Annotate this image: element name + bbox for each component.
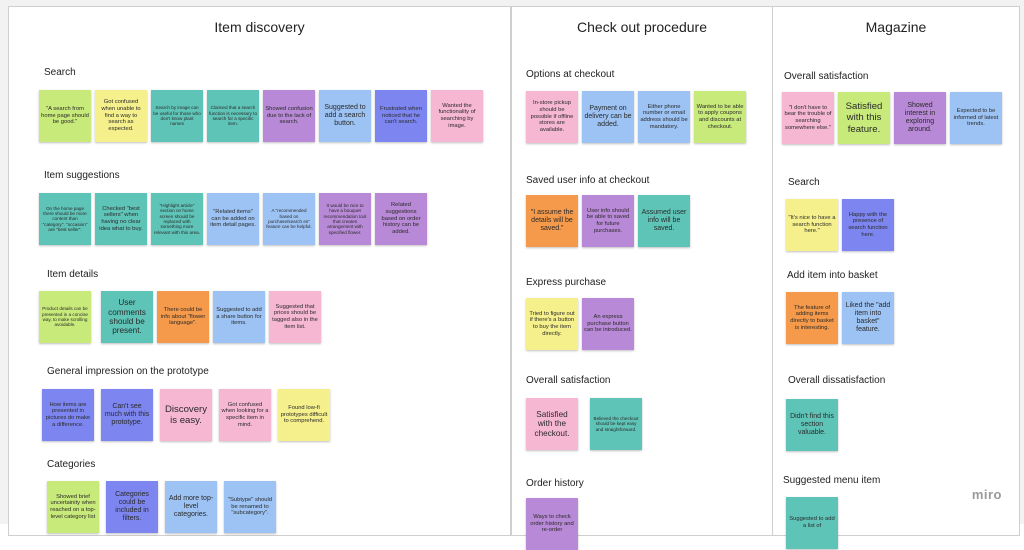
section-label-categories: Categories — [47, 459, 96, 470]
sticky-note[interactable]: Claimed that a search function is necess… — [207, 90, 259, 142]
sticky-note[interactable]: In-store pickup should be possible if of… — [526, 91, 578, 143]
sticky-note[interactable]: Satisfied with the checkout. — [526, 398, 578, 450]
sticky-note[interactable]: How items are presented in pictures do m… — [42, 389, 94, 441]
sticky-note[interactable]: The feature of adding items directly to … — [786, 292, 838, 344]
sticky-note[interactable]: Can't see much with this prototype. — [101, 389, 153, 441]
frame-title: Check out procedure — [577, 19, 707, 35]
frame-item-discovery[interactable]: Item discovery Search "A search from hom… — [8, 6, 511, 536]
sticky-note[interactable]: User comments should be present. — [101, 291, 153, 343]
sticky-note[interactable]: It would be nice to have a bouquet recom… — [319, 193, 371, 245]
sticky-note[interactable]: Didn't find this section valuable. — [786, 399, 838, 451]
sticky-note[interactable]: Wanted to be able to apply coupons and d… — [694, 91, 746, 143]
sticky-note[interactable]: "A search from home page should be good.… — [39, 90, 91, 142]
sticky-note[interactable]: There could be info about "flower langua… — [157, 291, 209, 343]
sticky-note[interactable]: Related suggestions based on order histo… — [375, 193, 427, 245]
section-label-general-impression: General impression on the prototype — [47, 366, 209, 377]
sticky-note[interactable]: Either phone number or email address sho… — [638, 91, 690, 143]
frame-check-out-procedure[interactable]: Check out procedure Options at checkout … — [511, 6, 773, 550]
section-label-overall-dissatisfaction: Overall dissatisfaction — [788, 375, 886, 386]
frame-magazine[interactable]: Magazine Overall satisfaction "I don't h… — [772, 6, 1020, 549]
section-label-search: Search — [788, 177, 820, 188]
section-label-options-at-checkout: Options at checkout — [526, 69, 615, 80]
sticky-note[interactable]: Product details can be presented in a co… — [39, 291, 91, 343]
sticky-note[interactable]: On the home page there should be more co… — [39, 193, 91, 245]
sticky-note[interactable]: Showed interest in exploring around. — [894, 92, 946, 144]
sticky-note[interactable]: An express purchase button can be introd… — [582, 298, 634, 350]
sticky-note[interactable]: "Related items" can be added on item det… — [207, 193, 259, 245]
section-label-add-item-into-basket: Add item into basket — [787, 270, 878, 281]
sticky-note[interactable]: Got confused when unable to find a way t… — [95, 90, 147, 142]
sticky-note[interactable]: Showed brief uncertainity when reached o… — [47, 481, 99, 533]
section-label-item-details: Item details — [47, 269, 99, 280]
sticky-note[interactable]: "Highlight article" section on home scre… — [151, 193, 203, 245]
section-label-saved-user-info: Saved user info at checkout — [526, 175, 650, 186]
sticky-note[interactable]: Believed the checkout should be kept eas… — [590, 398, 642, 450]
section-label-item-suggestions: Item suggestions — [44, 170, 120, 181]
sticky-note[interactable]: Payment on delivery can be added. — [582, 91, 634, 143]
sticky-note[interactable]: Ways to check order history and re-order — [526, 498, 578, 550]
sticky-note[interactable]: "It's nice to have a search function her… — [786, 199, 838, 251]
section-label-express-purchase: Express purchase — [526, 277, 607, 288]
sticky-note[interactable]: Suggested that prices should be tagged a… — [269, 291, 321, 343]
sticky-note[interactable]: "Subtype" should be renamed to "subcateg… — [224, 481, 276, 533]
sticky-note[interactable]: Assumed user info will be saved. — [638, 195, 690, 247]
section-label-search: Search — [44, 67, 76, 78]
sticky-note[interactable]: Suggested to add a list of — [786, 497, 838, 549]
sticky-note[interactable]: Frustrated when noticed that he can't se… — [375, 90, 427, 142]
sticky-note[interactable]: Liked the "add item into basket" feature… — [842, 292, 894, 344]
sticky-note[interactable]: Happy with the presence of search functi… — [842, 199, 894, 251]
sticky-note[interactable]: Satisfied with this feature. — [838, 92, 890, 144]
section-label-overall-satisfaction: Overall satisfaction — [784, 71, 869, 82]
sticky-note[interactable]: Categories could be included in filters. — [106, 481, 158, 533]
sticky-note[interactable]: Got confused when looking for a specific… — [219, 389, 271, 441]
sticky-note[interactable]: A "recommended based on purchase/search … — [263, 193, 315, 245]
sticky-note[interactable]: Search by image can be useful for those … — [151, 90, 203, 142]
sticky-note[interactable]: Checked "best sellers" when having no cl… — [95, 193, 147, 245]
sticky-note[interactable]: Expected to be informed of latest trends… — [950, 92, 1002, 144]
section-label-order-history: Order history — [526, 478, 584, 489]
sticky-note[interactable]: Tried to figure out if there's a button … — [526, 298, 578, 350]
frame-title: Item discovery — [214, 19, 305, 35]
section-label-overall-satisfaction: Overall satisfaction — [526, 375, 611, 386]
sticky-note[interactable]: "I assume the details will be saved." — [526, 195, 578, 247]
frame-title: Magazine — [865, 19, 927, 35]
sticky-note[interactable]: Suggested to add a search button. — [319, 90, 371, 142]
sticky-note[interactable]: "I don't have to bear the trouble of sea… — [782, 92, 834, 144]
sticky-note[interactable]: Add more top-level categories. — [165, 481, 217, 533]
sticky-note[interactable]: User info should be able to saved for fu… — [582, 195, 634, 247]
sticky-note[interactable]: Discovery is easy. — [160, 389, 212, 441]
miro-logo: miro — [971, 487, 1002, 502]
sticky-note[interactable]: Showed confusion due to the lack of sear… — [263, 90, 315, 142]
sticky-note[interactable]: Wanted the functionality of searching by… — [431, 90, 483, 142]
section-label-suggested-menu-item: Suggested menu item — [783, 475, 881, 486]
sticky-note[interactable]: Suggested to add a share button for item… — [213, 291, 265, 343]
sticky-note[interactable]: Found low-fi prototypes difficult to com… — [278, 389, 330, 441]
